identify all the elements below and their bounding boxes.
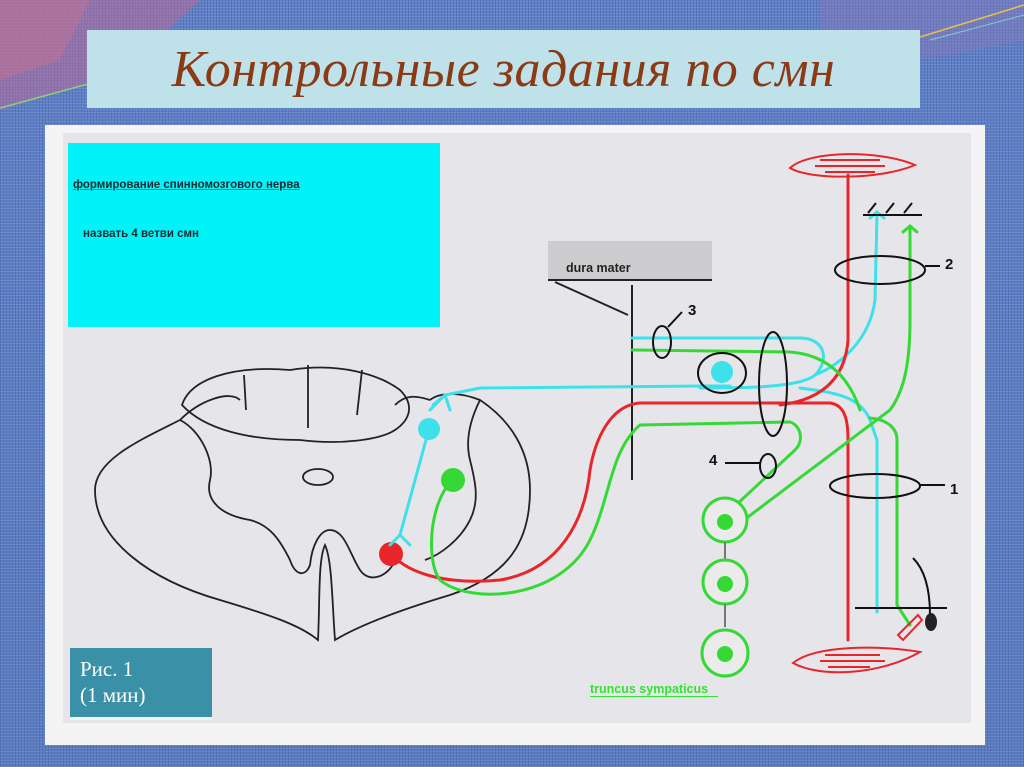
task-heading: формирование спинномозгового нерва bbox=[73, 179, 300, 191]
time-limit: (1 мин) bbox=[80, 683, 146, 707]
task-box: формирование спинномозгового нерва назва… bbox=[68, 143, 440, 327]
branch-label-2: 2 bbox=[945, 256, 954, 273]
truncus-sympaticus-label: truncus sympaticus bbox=[590, 682, 719, 697]
dura-mater-label-box: dura mater bbox=[548, 241, 712, 279]
slide-title: Контрольные задания по смн bbox=[171, 40, 836, 98]
dura-mater-label: dura mater bbox=[566, 261, 631, 275]
task-instruction: назвать 4 ветви смн bbox=[83, 228, 199, 240]
figure-caption: Рис. 1 (1 мин) bbox=[70, 648, 212, 720]
slide-title-box: Контрольные задания по смн bbox=[87, 30, 920, 108]
figure-number: Рис. 1 bbox=[80, 657, 134, 681]
branch-label-4: 4 bbox=[709, 452, 718, 469]
branch-label-3: 3 bbox=[688, 302, 697, 319]
branch-label-1: 1 bbox=[950, 481, 959, 498]
